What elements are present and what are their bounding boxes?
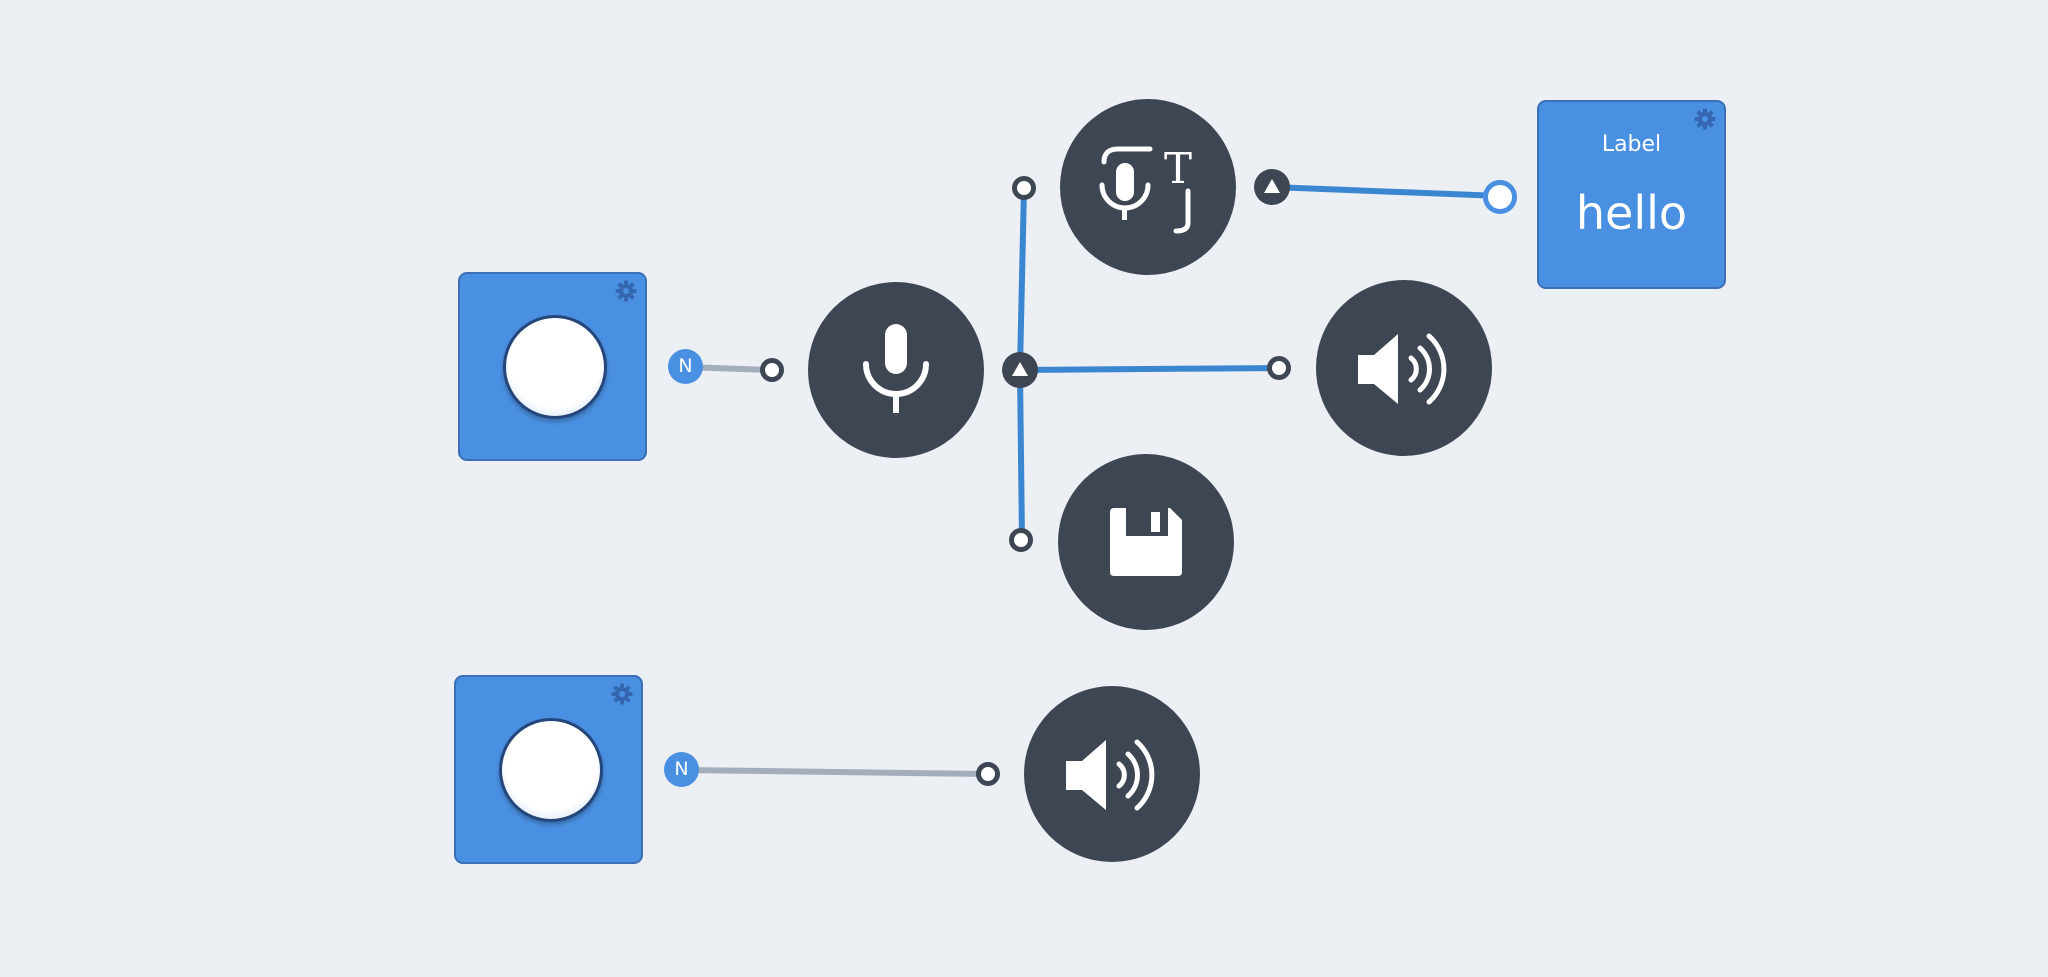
output-port-n[interactable]: N: [668, 349, 703, 384]
button-block[interactable]: [454, 675, 643, 864]
wire-button2-to-speaker[interactable]: [679, 767, 991, 777]
label-title: Label: [1601, 132, 1662, 157]
save-node[interactable]: [1058, 454, 1234, 630]
floppy-disk-icon: [1110, 508, 1182, 576]
speech-to-text-icon: T: [1099, 144, 1192, 234]
wire-microphone-to-speaker[interactable]: [1017, 365, 1283, 373]
microphone-output-port[interactable]: [1002, 352, 1038, 388]
output-port-n[interactable]: N: [664, 752, 699, 787]
speech-to-text-node[interactable]: T: [1060, 99, 1236, 275]
speech-to-text-output-port[interactable]: [1254, 169, 1290, 205]
save-input-port[interactable]: [1009, 528, 1033, 552]
wire-speech-to-text-to-label[interactable]: [1269, 184, 1503, 199]
label-block[interactable]: Label hello: [1537, 100, 1726, 289]
push-button[interactable]: [499, 718, 603, 822]
wire-microphone-to-speech-to-text[interactable]: [1017, 185, 1027, 371]
speech-to-text-input-port[interactable]: [1012, 176, 1036, 200]
microphone-node[interactable]: [808, 282, 984, 458]
speaker-input-port[interactable]: [1267, 356, 1291, 380]
gear-icon[interactable]: [614, 279, 638, 303]
microphone-icon: [863, 324, 929, 413]
speaker-node[interactable]: [1316, 280, 1492, 456]
wire-microphone-to-save[interactable]: [1017, 369, 1025, 544]
speaker-icon: [1066, 739, 1155, 811]
label-value: hello: [1575, 186, 1688, 240]
gear-icon[interactable]: [610, 682, 634, 706]
svg-text:T: T: [1164, 144, 1192, 193]
label-input-port[interactable]: [1483, 180, 1517, 214]
speaker-icon: [1358, 333, 1447, 405]
microphone-input-port[interactable]: [760, 358, 784, 382]
speaker-node[interactable]: [1024, 686, 1200, 862]
button-block[interactable]: [458, 272, 647, 461]
gear-icon[interactable]: [1693, 107, 1717, 131]
speaker-input-port[interactable]: [976, 762, 1000, 786]
push-button[interactable]: [503, 315, 607, 419]
